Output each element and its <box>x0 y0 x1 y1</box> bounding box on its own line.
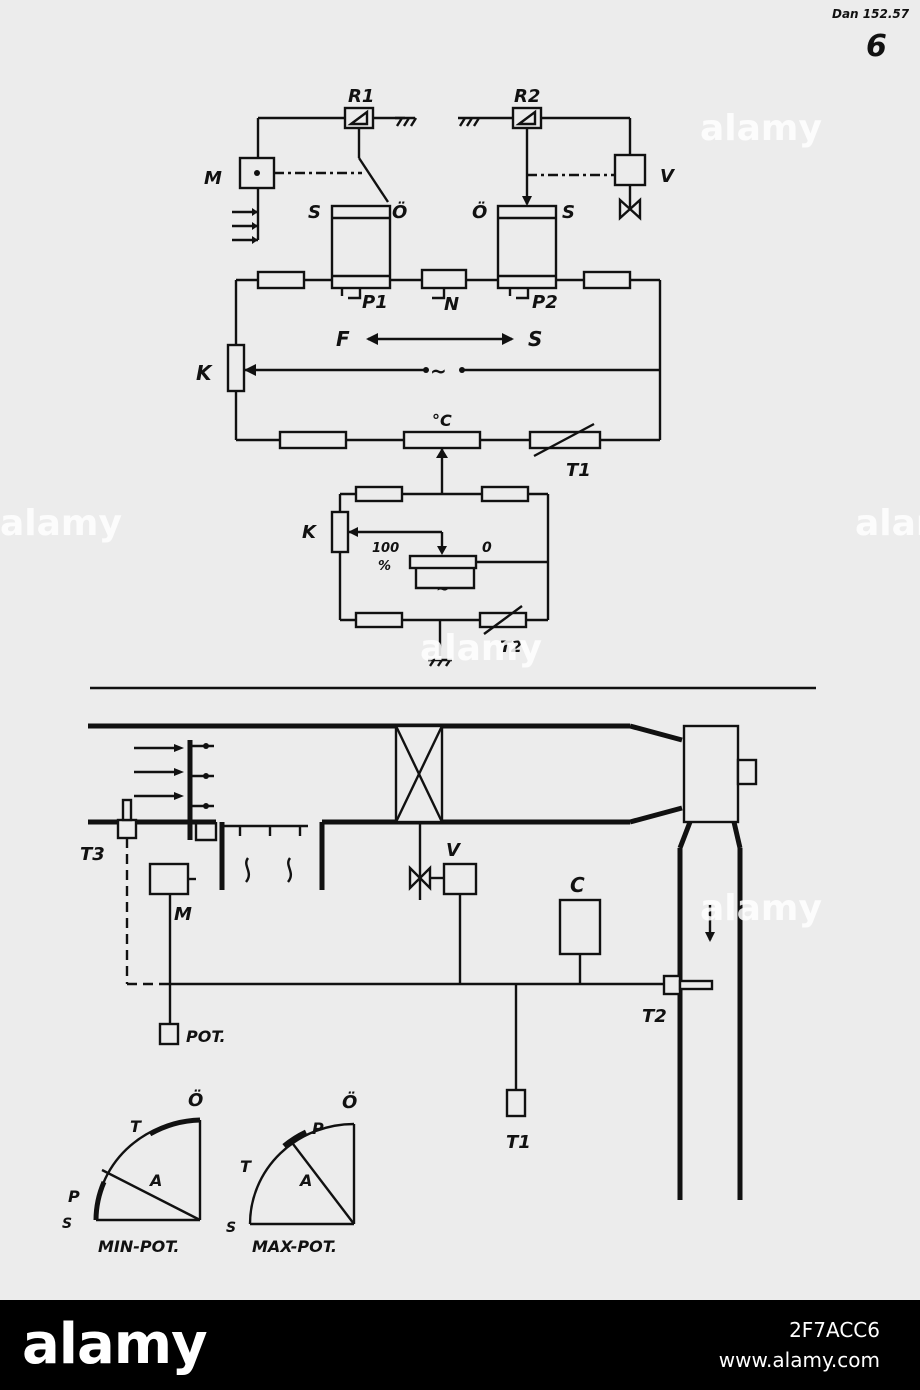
max-pot-a-label: A <box>298 1171 312 1190</box>
bridge-resistor-top-right <box>480 485 530 503</box>
heating-elements <box>244 857 293 883</box>
damper-blades <box>190 744 214 808</box>
resistor-celsius <box>402 430 482 450</box>
valve-actuator-v-plant <box>442 862 478 896</box>
resistor-right <box>582 270 632 290</box>
ac-source-lower: ~ <box>436 579 449 598</box>
archive-reference: Dan 152.57 <box>832 7 910 21</box>
potentiometer-p1-block <box>330 204 392 290</box>
sensor-t3-label: T3 <box>80 844 105 865</box>
min-pot-s-label: S <box>62 1216 72 1232</box>
thermistor-t2-bridge-label: T2 <box>500 637 522 656</box>
watermark: alamy <box>420 628 542 669</box>
sensor-t1-label: T1 <box>506 1132 531 1153</box>
pot-n-label: N <box>444 294 459 315</box>
slider-k-lower <box>330 510 350 554</box>
sensor-t3 <box>116 818 138 840</box>
watermark: alamy <box>855 503 920 544</box>
max-pot-caption: MAX-POT. <box>252 1237 337 1256</box>
watermark: alamy <box>700 888 822 929</box>
ground-right-icon <box>458 116 481 127</box>
watermark: alamy <box>0 503 122 544</box>
fan-motor <box>736 758 758 786</box>
controller-c-label: C <box>570 873 585 897</box>
damper-motor-m-label: M <box>174 904 192 925</box>
watermark: alamy <box>700 108 822 149</box>
zero-label: 0 <box>482 540 492 556</box>
controller-c <box>558 898 602 956</box>
slider-k-upper <box>226 343 246 393</box>
direction-s-label: S <box>528 327 542 351</box>
switch-arm-left <box>357 157 390 203</box>
potentiometer-pot <box>158 1022 180 1046</box>
potentiometer-n <box>420 268 468 290</box>
min-pot-t-label: T <box>130 1117 142 1136</box>
valve-v-plant-label: V <box>446 840 462 861</box>
relay-r2-label: R2 <box>514 86 540 107</box>
circuit-diagram: Dan 152.57 6 R1 M R2 V <box>0 7 920 1256</box>
valve-v-label: V <box>660 166 676 187</box>
celsius-label: °C <box>432 411 452 430</box>
pot-p1-label: P1 <box>362 292 388 313</box>
stock-url: www.alamy.com <box>718 1348 880 1372</box>
ground-bridge-icon <box>428 658 452 667</box>
slider-k-lower-label: K <box>302 522 318 543</box>
percent-100-label: 100 <box>372 541 399 556</box>
image-id: 2F7ACC6 <box>789 1318 880 1342</box>
ground-left-icon <box>395 116 418 127</box>
max-pot-top-label: Ö <box>342 1091 357 1113</box>
setpoint-potentiometer <box>408 554 478 570</box>
thermistor-t1-label: T1 <box>566 460 591 481</box>
switch-right-o-label: Ö <box>472 201 487 223</box>
bridge-resistor-top-left <box>354 485 404 503</box>
max-pot-chart: Ö P T A S MAX-POT. <box>226 1091 357 1256</box>
resistor-left <box>256 270 306 290</box>
stock-logo: alamy <box>22 1312 208 1377</box>
min-pot-top-label: Ö <box>188 1089 203 1111</box>
valve-actuator-v <box>613 153 647 187</box>
max-pot-s-label: S <box>226 1220 236 1236</box>
intake-air-arrows <box>134 746 180 798</box>
sensor-t2-label: T2 <box>642 1006 667 1027</box>
drawing-sheet: Dan 152.57 6 R1 M R2 V <box>0 0 920 1300</box>
relay-r1-symbol <box>347 109 369 126</box>
damper-motor-m <box>148 862 190 896</box>
ac-source-upper: ~ <box>430 359 447 383</box>
switch-left-s-label: S <box>308 202 321 223</box>
valve-body-icon <box>618 197 642 221</box>
water-valve-icon <box>408 865 432 891</box>
setpoint-bridge-circuit: K 100 % 0 ~ T2 <box>302 485 550 667</box>
max-pot-p-label: P <box>312 1119 324 1138</box>
max-pot-t-label: T <box>240 1157 252 1176</box>
switch-left-o-label: Ö <box>392 201 407 223</box>
sensor-t2 <box>662 974 682 996</box>
min-pot-caption: MIN-POT. <box>98 1237 180 1256</box>
relay-r2-symbol <box>515 109 537 126</box>
plant-diagram: T3 M POT. V C T1 T2 <box>80 723 758 1200</box>
bridge-resistor-bottom-left <box>354 611 404 629</box>
percent-sign-label: % <box>378 559 391 574</box>
slider-k-upper-label: K <box>196 361 213 385</box>
direction-f-label: F <box>336 327 350 351</box>
switch-right-s-label: S <box>562 202 575 223</box>
sensor-t1 <box>505 1088 527 1118</box>
min-pot-a-label: A <box>148 1171 162 1190</box>
fan-unit <box>682 724 740 824</box>
relay-r1-label: R1 <box>348 86 374 107</box>
page-number: 6 <box>866 29 887 64</box>
pot-p2-label: P2 <box>532 292 558 313</box>
potentiometer-p2-block <box>496 204 558 290</box>
resistor-bottom-left <box>278 430 348 450</box>
min-pot-chart: Ö T A P S MIN-POT. <box>62 1089 203 1256</box>
motor-m-label: M <box>204 168 222 189</box>
stock-footer: alamy 2F7ACC6 www.alamy.com <box>0 1300 920 1390</box>
upper-circuit: R1 M R2 V S Ö Ö S <box>196 86 676 494</box>
min-pot-p-label: P <box>68 1187 80 1206</box>
potentiometer-pot-label: POT. <box>186 1027 226 1046</box>
